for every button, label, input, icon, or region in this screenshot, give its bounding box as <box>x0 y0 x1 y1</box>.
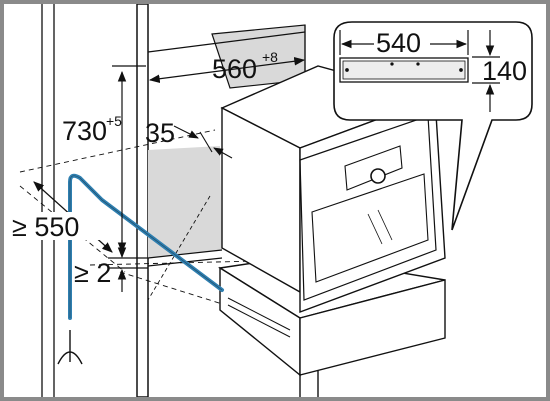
oven-control-panel <box>344 145 403 191</box>
depth-offset-value: 35 <box>145 118 175 148</box>
vent-height-value: 140 <box>482 56 527 86</box>
oven-door-window <box>311 173 429 283</box>
height-tolerance: +5 <box>106 113 122 129</box>
dim-vent-height <box>472 30 500 112</box>
dim-vent-width <box>339 30 469 55</box>
width-tolerance: +8 <box>262 49 278 65</box>
cabinet-side-panel <box>136 4 149 397</box>
depth-value: ≥ 550 <box>12 212 79 242</box>
wall-socket-icon <box>57 330 83 365</box>
dim-cabinet-height <box>112 65 146 254</box>
wall <box>41 4 55 397</box>
vent-width-value: 540 <box>376 28 421 58</box>
dim-gap <box>108 240 148 292</box>
vent-panel <box>339 57 469 83</box>
oven-knob <box>370 168 386 184</box>
height-value: 730 <box>62 116 107 146</box>
installation-drawing: 560 +8 730 +5 35 ≥ 550 ≥ 2 <box>12 4 533 397</box>
dim-cabinet-width <box>148 56 306 84</box>
recess-back-wall <box>148 146 222 258</box>
width-value: 560 <box>212 54 257 84</box>
gap-value: ≥ 2 <box>74 258 111 288</box>
